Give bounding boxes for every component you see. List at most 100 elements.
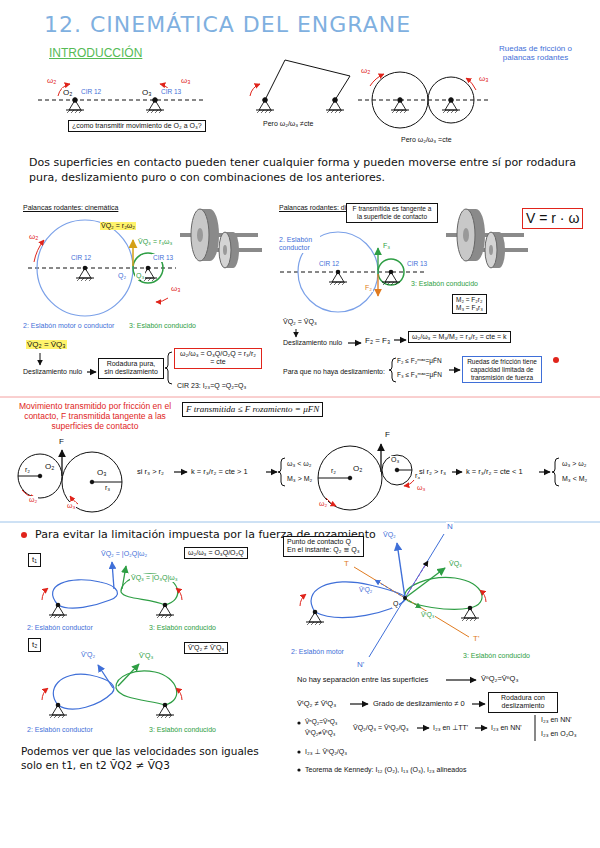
intro-figures-stroke — [250, 84, 260, 96]
cam-contact-figures-stroke — [98, 665, 113, 688]
text-label: ω₂ — [318, 500, 328, 508]
text-label: 2. Eslabón conductor — [278, 236, 320, 253]
text-label: V̄ᵗQ₂ ≠ V̄ᵗQ₃ — [296, 700, 337, 709]
text-label: Deslizamiento nulo — [282, 339, 343, 347]
intro-figures-stroke — [466, 78, 476, 90]
contact-point-figure-stroke — [350, 703, 368, 704]
contact-point-figure-stroke — [405, 561, 428, 598]
rolling-levers-kinematics-stroke — [87, 371, 96, 372]
contact-point-figure-stroke — [311, 582, 406, 618]
text-label: V̄ᵗQ₂ — [358, 586, 373, 594]
text-box: t₂ — [28, 638, 41, 652]
text-label: Grado de deslizamiento ≠ 0 — [372, 700, 466, 709]
box-text: V = r · ω — [526, 210, 579, 227]
rolling-levers-dynamics-stroke — [377, 248, 378, 270]
text-label: F₃ — [382, 242, 391, 250]
rolling-levers-kinematics-stroke — [165, 352, 172, 384]
text-label: I₂₃ en NN' — [540, 716, 573, 724]
text-label: M₃ > M₂ — [286, 475, 313, 483]
text-label: ω₃ — [66, 502, 76, 510]
friction-wheels-stroke — [318, 478, 350, 479]
box-text: t₂ — [32, 640, 37, 650]
text-label: F₃ ≤ F₃ᵐᵃˣ=μF̄N — [396, 371, 443, 379]
cam-contact-figures-stroke — [121, 574, 178, 605]
rolling-levers-dynamics-stroke — [348, 342, 361, 343]
cam-contact-figures-stroke — [21, 532, 27, 538]
rolling-levers-kinematics-stroke — [28, 268, 176, 269]
friction-wheels-stroke — [174, 471, 187, 472]
rolling-levers-dynamics-stroke — [389, 358, 396, 382]
contact-point-figure-stroke — [405, 598, 421, 608]
text-box: Rodadura con deslizamiento — [488, 692, 558, 713]
text-label: k = r₃/r₂ = cte > 1 — [190, 468, 249, 477]
text-box: Punto de contacto QEn el instante: Q₂ ≅ … — [283, 536, 364, 557]
text-label: Ruedas de fricción o palancas rodantes — [482, 44, 589, 63]
friction-wheels-stroke — [452, 471, 462, 472]
contact-point-figure-stroke — [535, 715, 536, 741]
rolling-levers-dynamics-stroke — [449, 369, 460, 370]
cam-contact-figures-stroke — [42, 588, 48, 600]
intro-figures-stroke — [391, 98, 409, 113]
contact-point-figure-stroke — [461, 606, 479, 621]
text-label: F — [384, 430, 391, 439]
text-label: 3: Eslabón conducido — [148, 726, 217, 734]
rolling-levers-kinematics-stroke — [34, 240, 44, 262]
contact-point-figure-stroke — [405, 568, 445, 598]
cam-contact-figures-stroke — [49, 703, 67, 718]
contact-point-figure-stroke — [472, 703, 485, 704]
rolling-levers-kinematics-stroke — [40, 353, 41, 365]
text-box: V̄'Q₂ ≠ V̄'Q₃ — [184, 642, 228, 654]
section-separators — [0, 397, 600, 522]
text-label: Movimiento transmitido por fricción en e… — [10, 401, 180, 431]
cam-contact-figures-stroke — [122, 566, 126, 589]
box-text: ω₂/ω₃ = O₃Q/O₂Q = r₃/r₂ = cte — [178, 350, 258, 367]
text-label: ω₂ — [46, 76, 57, 85]
text-label: 3: Eslabón conducido — [410, 280, 479, 288]
text-label: Deslizamiento nulo — [22, 368, 83, 376]
box-text: En el instante: Q₂ ≅ Q₃ — [287, 546, 360, 554]
contact-point-figure-stroke — [403, 596, 407, 600]
text-label: CIR 12 — [318, 260, 340, 268]
text-label: N' — [356, 660, 365, 669]
text-label: V̄ᵗQ₂≠V̄ᵗQ₃ — [304, 729, 336, 737]
text-label: O₃ — [96, 468, 107, 477]
text-label: I₂₃ en O₂O₃ — [540, 730, 578, 738]
rolling-levers-kinematics-stroke — [180, 209, 262, 268]
text-label: O₂ — [352, 464, 363, 473]
text-label: ω₃ — [180, 76, 192, 85]
intro-figures-stroke — [358, 100, 490, 101]
cam-contact-figures-stroke — [156, 603, 174, 618]
text-label: INTRODUCCIÓN — [48, 46, 143, 60]
contact-point-figure-stroke — [397, 543, 405, 598]
cam-contact-figures-stroke — [176, 688, 182, 700]
box-text: t₁ — [32, 555, 37, 565]
cam-contact-figures-stroke — [53, 580, 118, 608]
rolling-levers-kinematics-stroke — [132, 240, 134, 266]
contact-point-figure-stroke — [417, 727, 429, 728]
text-label: V̄ⁿQ₂=V̄ⁿQ₃ — [304, 718, 339, 726]
text-label: T — [343, 559, 350, 568]
intro-figures-stroke — [428, 77, 474, 123]
text-label: F₂ = F₃ — [364, 336, 391, 345]
contact-point-figure-stroke — [300, 594, 306, 606]
intro-figures-stroke — [442, 98, 460, 113]
text-label: ω₂ — [28, 232, 39, 241]
text-label: ω₃ > ω₂ — [561, 460, 587, 468]
rolling-levers-dynamics-stroke — [553, 357, 559, 363]
friction-wheels-stroke — [382, 455, 412, 485]
contact-point-figure-stroke — [369, 534, 444, 657]
friction-wheels-stroke — [92, 482, 122, 483]
text-label: V̄Q₃ = r₃ω₃ — [137, 238, 173, 246]
box-text: M₃ = F₃r₃ — [456, 304, 483, 312]
text-label: si r₂ > r₃ — [418, 468, 447, 477]
text-label: F₂ — [364, 284, 373, 292]
text-label: CIR 13 — [160, 88, 182, 96]
cam-contact-figures-stroke — [49, 603, 67, 618]
cam-contact-figures-stroke — [42, 688, 48, 700]
text-label: r₃ — [104, 484, 111, 492]
text-label: 2: Eslabón motor — [290, 648, 345, 656]
friction-wheels-stroke — [62, 452, 122, 512]
friction-wheels-stroke — [278, 458, 285, 486]
text-label: Q₂ — [117, 272, 127, 280]
box-text: ¿como transmitir movimiento de O₂ a O₃? — [72, 122, 202, 130]
